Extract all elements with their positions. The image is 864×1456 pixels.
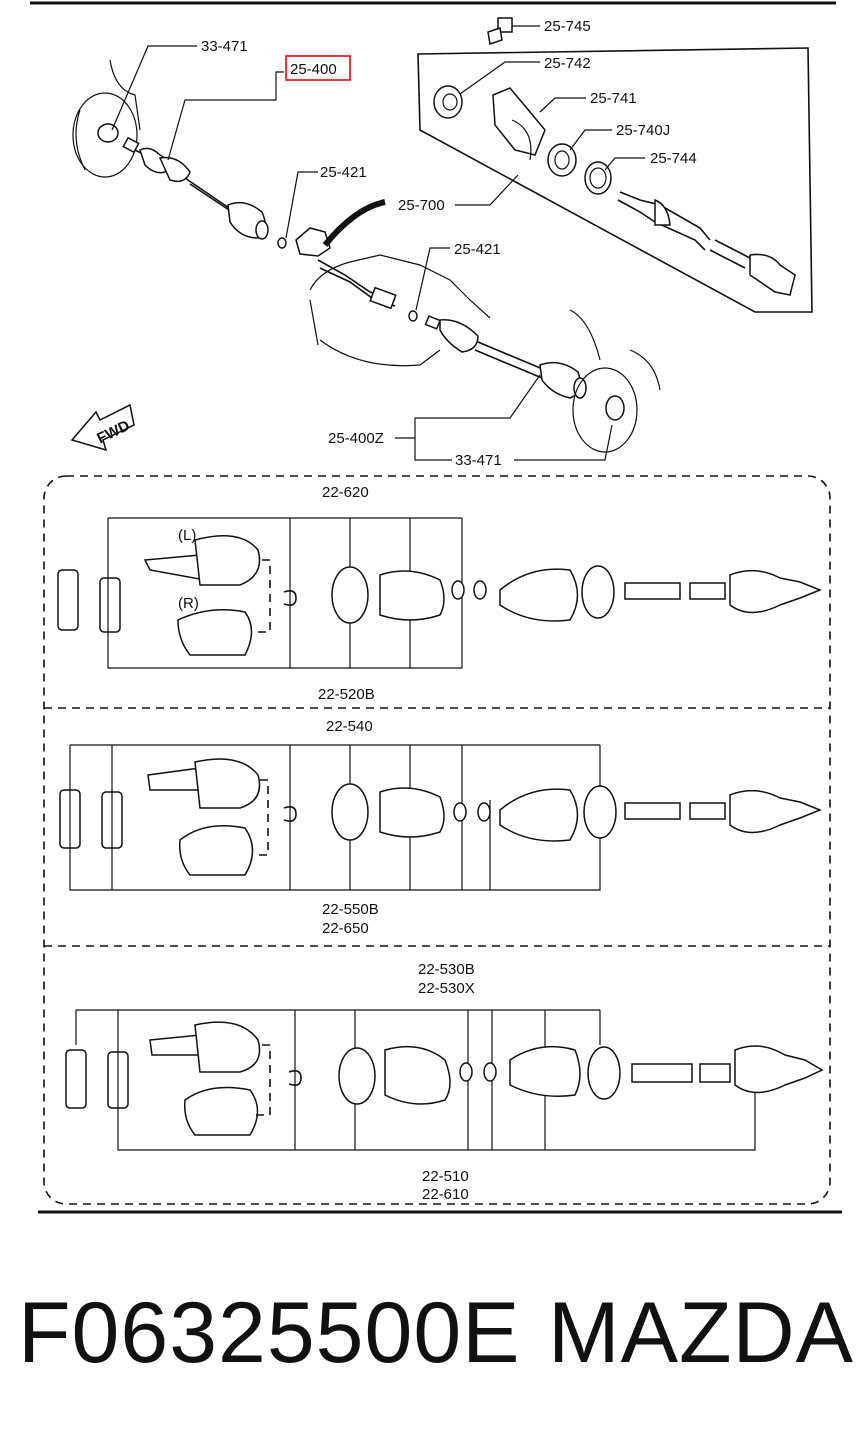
bearing-inset-box bbox=[417, 17, 813, 313]
part-number-text: F06325500E bbox=[18, 1285, 521, 1381]
label-25-740j: 25-740J bbox=[616, 122, 670, 139]
panel-3-kit: 22-530B 22-530X 22-510 22-610 bbox=[65, 961, 824, 1203]
bearing-drawing bbox=[547, 143, 577, 177]
label-22-520b: 22-520B bbox=[318, 686, 375, 703]
label-25-741: 25-741 bbox=[590, 90, 637, 107]
label-22-610: 22-610 bbox=[422, 1186, 469, 1203]
circlip-b bbox=[408, 310, 418, 322]
left-driveshaft-drawing bbox=[122, 136, 269, 240]
driveshaft-exploded-diagram: FWD bbox=[30, 1, 842, 1214]
main-assembly-view: FWD bbox=[70, 17, 813, 469]
leader-lines-top bbox=[111, 25, 645, 461]
label-22-510: 22-510 bbox=[422, 1168, 469, 1185]
label-25-745: 25-745 bbox=[544, 18, 591, 35]
right-hub-drawing bbox=[569, 309, 661, 453]
label-25-742: 25-742 bbox=[544, 55, 591, 72]
panel-2-kit: 22-540 22-550B 22-650 bbox=[59, 718, 823, 937]
right-driveshaft-drawing bbox=[424, 315, 587, 399]
label-25-700: 25-700 bbox=[398, 197, 445, 214]
engine-outline bbox=[309, 254, 491, 367]
intermediate-shaft-drawing bbox=[295, 199, 397, 310]
label-22-550b: 22-550B bbox=[322, 901, 379, 918]
label-left: (L) bbox=[178, 527, 196, 544]
bolt-drawing bbox=[487, 17, 513, 45]
snap-ring-drawing bbox=[584, 161, 612, 195]
left-hub-drawing bbox=[72, 59, 141, 178]
label-25-744: 25-744 bbox=[650, 150, 697, 167]
label-25-400z: 25-400Z bbox=[328, 430, 384, 447]
oil-seal-drawing bbox=[433, 85, 463, 119]
label-25-421-a: 25-421 bbox=[320, 164, 367, 181]
forward-direction-arrow: FWD bbox=[70, 403, 135, 452]
circlip-a bbox=[277, 237, 287, 249]
label-22-620: 22-620 bbox=[322, 484, 369, 501]
label-33-471-bottom: 33-471 bbox=[455, 452, 502, 469]
label-22-650: 22-650 bbox=[322, 920, 369, 937]
label-right: (R) bbox=[178, 595, 199, 612]
brand-text: MAZDA bbox=[548, 1285, 854, 1381]
label-25-421-b: 25-421 bbox=[454, 241, 501, 258]
label-22-530b: 22-530B bbox=[418, 961, 475, 978]
label-25-400: 25-400 bbox=[290, 61, 337, 78]
parts-panel-frame bbox=[43, 475, 831, 1205]
bracket-drawing bbox=[492, 87, 546, 156]
label-22-540: 22-540 bbox=[326, 718, 373, 735]
label-22-530x: 22-530X bbox=[418, 980, 475, 997]
panel-1-kit: 22-620 (L) (R) 22-520B bbox=[57, 484, 823, 703]
highlight-box-25-400 bbox=[285, 55, 351, 81]
label-33-471-top: 33-471 bbox=[201, 38, 248, 55]
